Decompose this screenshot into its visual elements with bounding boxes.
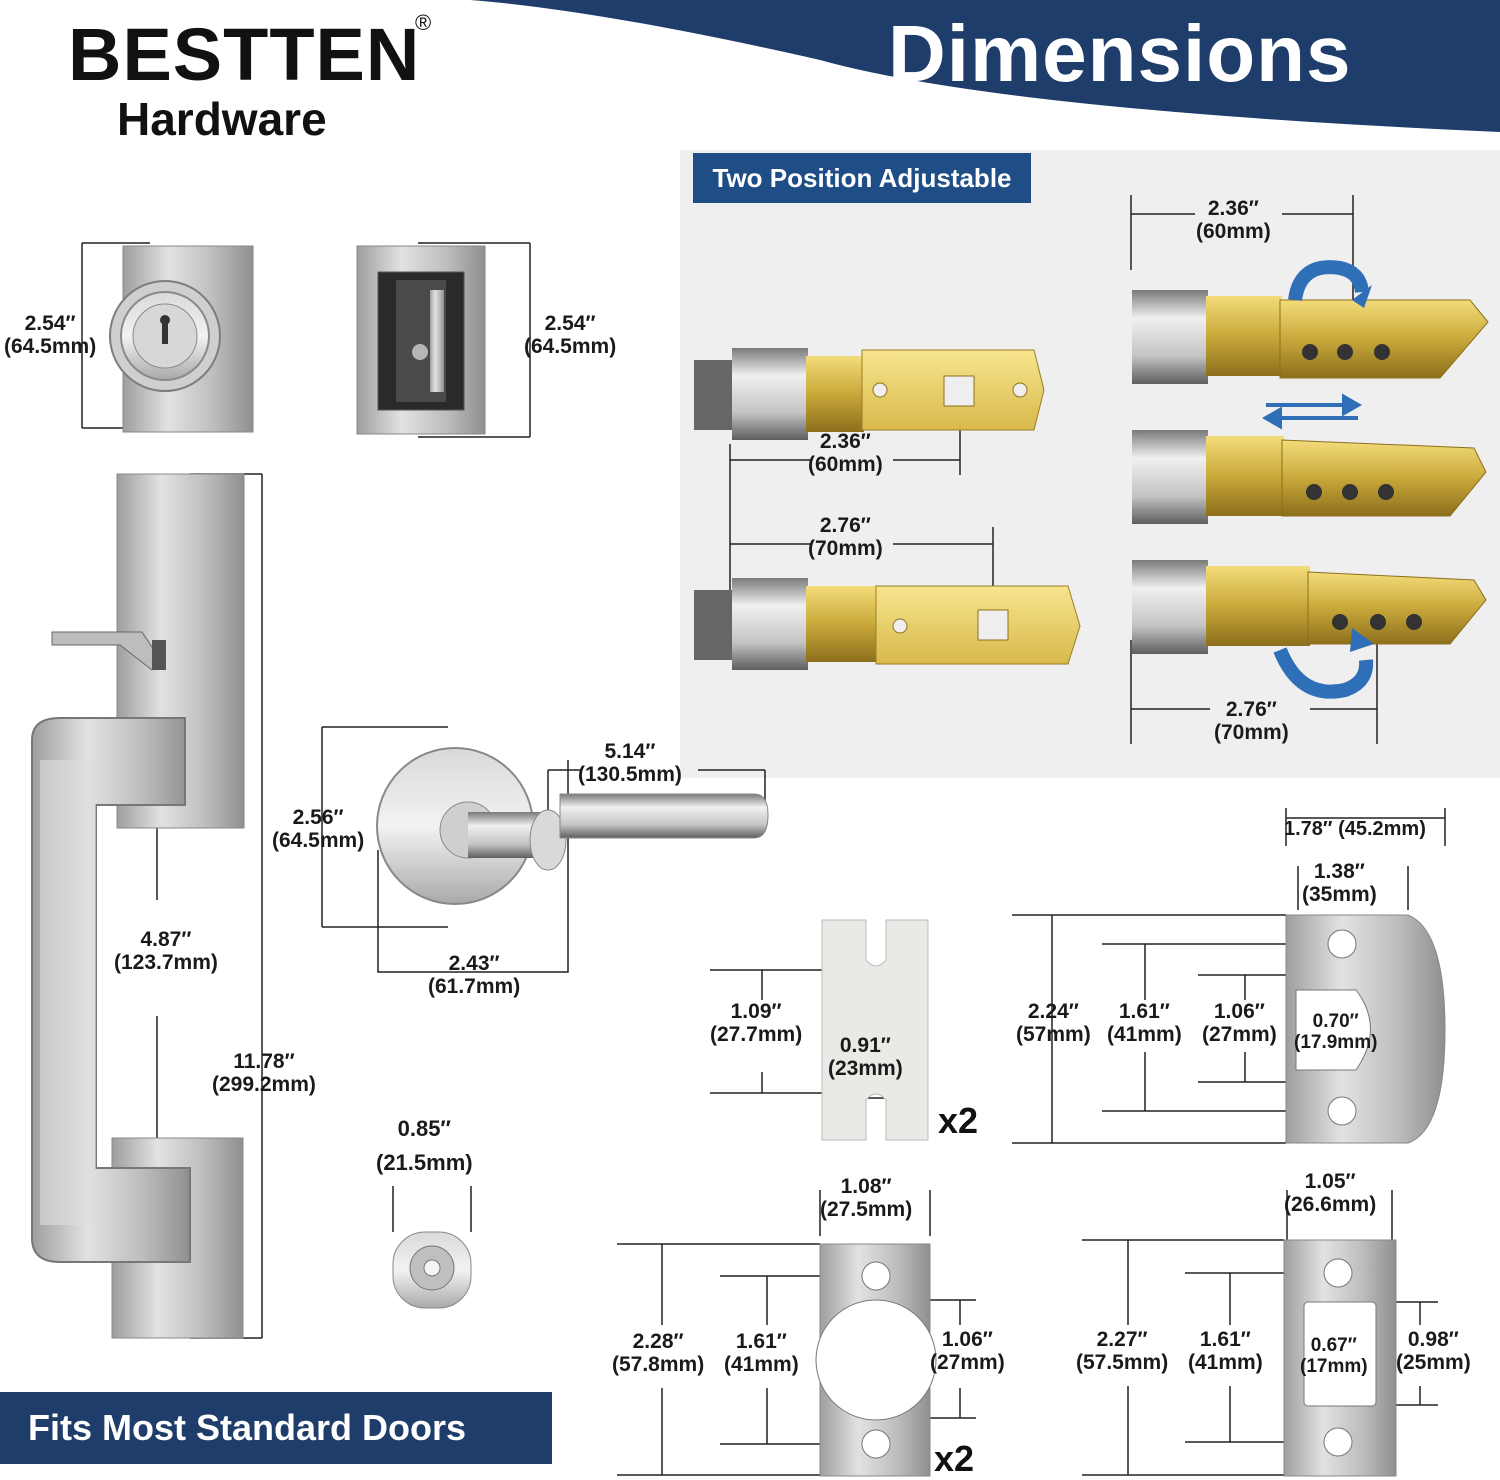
dim-strike-square-h2: 1.61″(41mm) bbox=[1188, 1328, 1263, 1375]
dim-latch-short: 2.36″(60mm) bbox=[808, 430, 883, 477]
lever-handle bbox=[376, 747, 769, 905]
deadbolt-interior bbox=[356, 245, 486, 435]
latch-right-middle bbox=[1132, 430, 1487, 524]
shim-spacer bbox=[821, 919, 929, 1141]
dim-strike-round-h2: 1.61″(41mm) bbox=[724, 1330, 799, 1377]
dim-faceplate-inner: 1.38″(35mm) bbox=[1302, 860, 1377, 907]
page-title: Dimensions bbox=[888, 9, 1352, 98]
bolt-cap bbox=[392, 1231, 472, 1309]
dim-handle-height: 11.78″(299.2mm) bbox=[212, 1050, 316, 1097]
dim-faceplate-h3: 1.06″(27mm) bbox=[1202, 1000, 1277, 1047]
brand-logo-name: BESTTEN bbox=[68, 13, 421, 96]
latch-short bbox=[694, 348, 1045, 440]
dim-latch-right-top: 2.36″(60mm) bbox=[1196, 197, 1271, 244]
dim-strike-round-h1: 2.28″(57.8mm) bbox=[612, 1330, 705, 1377]
latch-long bbox=[694, 578, 1081, 670]
latch-right-top bbox=[1132, 290, 1489, 384]
dim-faceplate-h1: 2.24″(57mm) bbox=[1016, 1000, 1091, 1047]
two-position-badge: Two Position Adjustable bbox=[693, 153, 1031, 203]
dim-shim-height: 1.09″(27.7mm) bbox=[710, 1000, 803, 1047]
latch-faceplate bbox=[1285, 914, 1446, 1144]
dim-latch-right-bottom: 2.76″(70mm) bbox=[1214, 698, 1289, 745]
registered-mark: ® bbox=[415, 10, 432, 35]
deadbolt-exterior bbox=[109, 245, 254, 433]
dim-shim-width: 0.91″(23mm) bbox=[828, 1034, 903, 1081]
dim-deadbolt-exterior: 2.54″(64.5mm) bbox=[4, 312, 97, 359]
fits-standard-doors-banner: Fits Most Standard Doors bbox=[0, 1392, 552, 1464]
dim-strike-round-h3: 1.06″(27mm) bbox=[930, 1328, 1005, 1375]
dim-lever-length: 5.14″(130.5mm) bbox=[578, 740, 682, 787]
dim-strike-square-width: 1.05″(26.6mm) bbox=[1284, 1170, 1377, 1217]
dim-strike-square-hole-h: 0.98″(25mm) bbox=[1396, 1328, 1471, 1375]
quantity-x2-shim: x2 bbox=[938, 1100, 979, 1141]
dim-latch-long: 2.76″(70mm) bbox=[808, 514, 883, 561]
quantity-x2-strike: x2 bbox=[934, 1438, 975, 1479]
dim-strike-square-hole-w: 0.67″(17mm) bbox=[1300, 1335, 1368, 1377]
dim-strike-round-width: 1.08″(27.5mm) bbox=[820, 1175, 913, 1222]
dim-grip-span: 4.87″(123.7mm) bbox=[114, 928, 218, 975]
swap-arrows-icon bbox=[1261, 393, 1363, 430]
dim-faceplate-outer: 1.78″ (45.2mm) bbox=[1284, 818, 1426, 840]
dim-rose-width: 2.43″(61.7mm) bbox=[428, 952, 521, 999]
dim-faceplate-hole: 0.70″(17.9mm) bbox=[1294, 1011, 1378, 1053]
dim-bolt-cap: 0.85″(21.5mm) bbox=[376, 1116, 473, 1176]
dim-rose-height: 2.56″(64.5mm) bbox=[272, 806, 365, 853]
brand-logo-sub: Hardware bbox=[117, 93, 327, 145]
title-banner bbox=[470, 0, 1500, 132]
latch-right-bottom bbox=[1132, 560, 1487, 654]
strike-plate-round bbox=[815, 1243, 937, 1477]
dim-strike-square-h1: 2.27″(57.5mm) bbox=[1076, 1328, 1169, 1375]
rotate-arrow-icon bbox=[1273, 260, 1374, 699]
dim-deadbolt-interior: 2.54″(64.5mm) bbox=[524, 312, 617, 359]
handleset-exterior bbox=[31, 473, 245, 1339]
strike-plate-square bbox=[1283, 1239, 1397, 1477]
dim-faceplate-h2: 1.61″(41mm) bbox=[1107, 1000, 1182, 1047]
